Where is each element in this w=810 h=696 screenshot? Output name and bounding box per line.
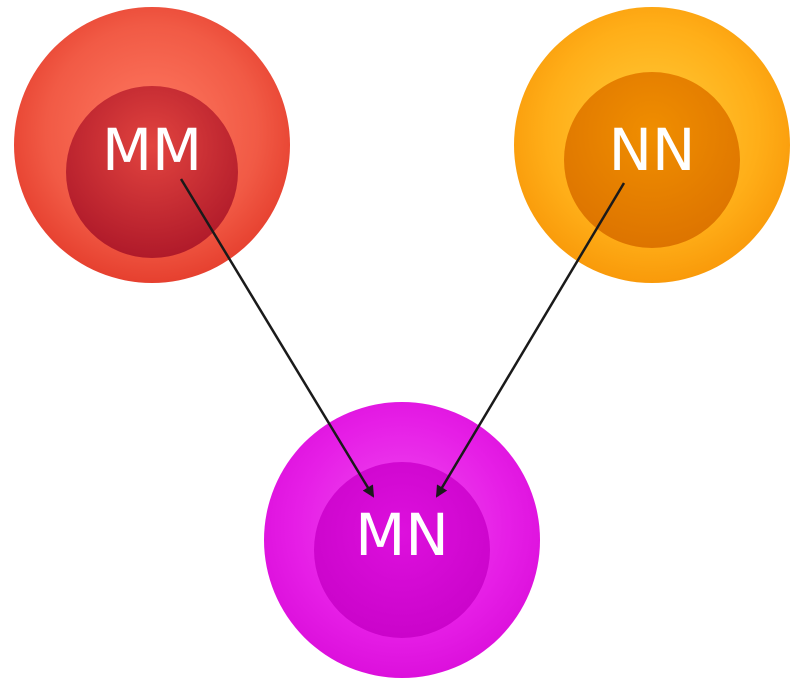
node-mm: MM bbox=[14, 7, 290, 283]
node-mn-inner-circle bbox=[314, 462, 490, 638]
node-mn-label: MN bbox=[355, 501, 448, 569]
node-mn: MN bbox=[264, 402, 540, 678]
node-mm-label: MM bbox=[102, 116, 202, 184]
arrow-mm-to-mn bbox=[179, 178, 375, 498]
node-nn-label: NN bbox=[609, 116, 696, 184]
node-nn-inner-circle bbox=[564, 72, 740, 248]
node-mm-inner-circle bbox=[66, 86, 238, 258]
node-nn: NN bbox=[514, 7, 790, 283]
arrow-nn-to-mn bbox=[435, 182, 626, 498]
